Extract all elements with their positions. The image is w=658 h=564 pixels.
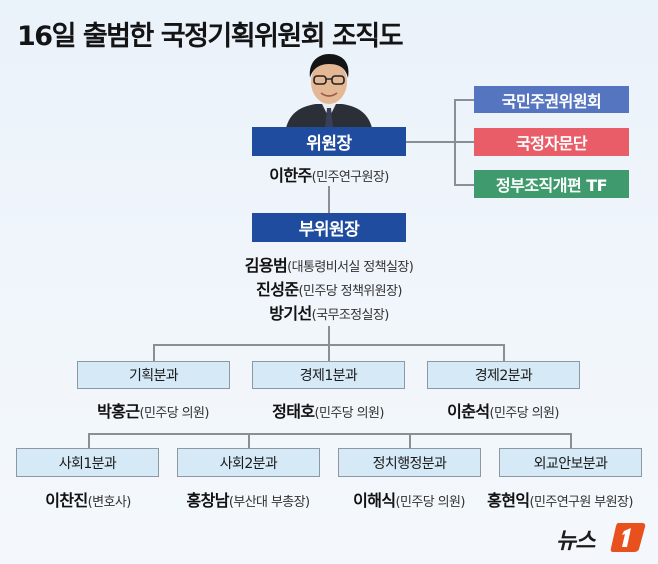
chart-title: 16일 출범한 국정기획위원회 조직도 (17, 21, 404, 52)
division-head: 홍현익(민주연구원 부원장) (460, 487, 658, 511)
person-role: (민주당 의원) (314, 406, 385, 421)
division-head: 홍창남(부산대 부총장) (148, 487, 348, 511)
division-society-1: 사회1분과 (16, 448, 159, 477)
person-role: (민주연구원 부원장) (529, 495, 634, 510)
person-role: (부산대 부총장) (228, 495, 310, 510)
person-name: 박홍근 (97, 402, 140, 421)
person-name: 이한주 (269, 166, 312, 185)
division-planning: 기획분과 (77, 361, 230, 389)
person-role: (민주당 정책위원장) (298, 284, 403, 299)
connector-line (409, 433, 411, 448)
connector-line (454, 184, 474, 186)
chair-person: 이한주(민주연구원장) (229, 162, 429, 186)
news1-logo: 뉴스 (556, 521, 648, 554)
side-body-people-sovereignty-committee: 국민주권위원회 (474, 86, 629, 113)
division-head: 정태호(민주당 의원) (228, 398, 428, 422)
person-role: (대통령비서실 정책실장) (287, 260, 414, 275)
connector-line (153, 344, 504, 346)
person-name: 이찬진 (45, 491, 88, 510)
vice-chair-person: 진성준(민주당 정책위원장) (179, 276, 479, 300)
connector-line (570, 433, 572, 448)
division-head: 이춘석(민주당 의원) (403, 398, 603, 422)
connector-line (88, 433, 571, 435)
news1-mark-icon (610, 523, 646, 552)
division-economy-2: 경제2분과 (427, 361, 580, 389)
connector-line (328, 186, 330, 213)
connector-line (454, 141, 474, 143)
division-economy-1: 경제1분과 (252, 361, 405, 389)
vice-chair-person: 방기선(국무조정실장) (179, 300, 479, 324)
person-name: 홍창남 (186, 491, 229, 510)
division-head: 이해식(민주당 의원) (309, 487, 509, 511)
logo-text: 뉴스 (556, 529, 595, 554)
division-politics-administration: 정치행정분과 (338, 448, 481, 477)
person-name: 정태호 (272, 402, 315, 421)
person-role: (국무조정실장) (311, 308, 390, 323)
person-name: 홍현익 (487, 491, 530, 510)
person-name: 김용범 (244, 256, 288, 275)
division-diplomacy-security: 외교안보분과 (499, 448, 642, 477)
connector-line (248, 433, 250, 448)
connector-line (153, 344, 155, 361)
side-body-gov-reorg-tf: 정부조직개편 TF (474, 170, 629, 198)
person-role: (변호사) (87, 495, 132, 510)
connector-line (503, 344, 505, 361)
division-head: 박홍근(민주당 의원) (53, 398, 253, 422)
person-role: (민주당 의원) (395, 495, 466, 510)
vice-chair-person: 김용범(대통령비서실 정책실장) (179, 252, 479, 276)
connector-line (454, 99, 474, 101)
chairperson-photo (278, 52, 380, 128)
person-role: (민주당 의원) (139, 406, 210, 421)
vice-chair-box: 부위원장 (252, 213, 406, 242)
person-name: 이춘석 (447, 402, 490, 421)
person-name: 진성준 (256, 280, 299, 299)
division-head: 이찬진(변호사) (0, 487, 188, 511)
person-name: 이해식 (353, 491, 396, 510)
person-role: (민주당 의원) (489, 406, 560, 421)
connector-line (88, 433, 90, 448)
connector-line (406, 141, 454, 143)
side-body-advisory-group: 국정자문단 (474, 128, 629, 156)
person-name: 방기선 (269, 304, 312, 323)
person-role: (민주연구원장) (311, 170, 390, 185)
chair-box: 위원장 (252, 127, 406, 156)
division-society-2: 사회2분과 (177, 448, 320, 477)
